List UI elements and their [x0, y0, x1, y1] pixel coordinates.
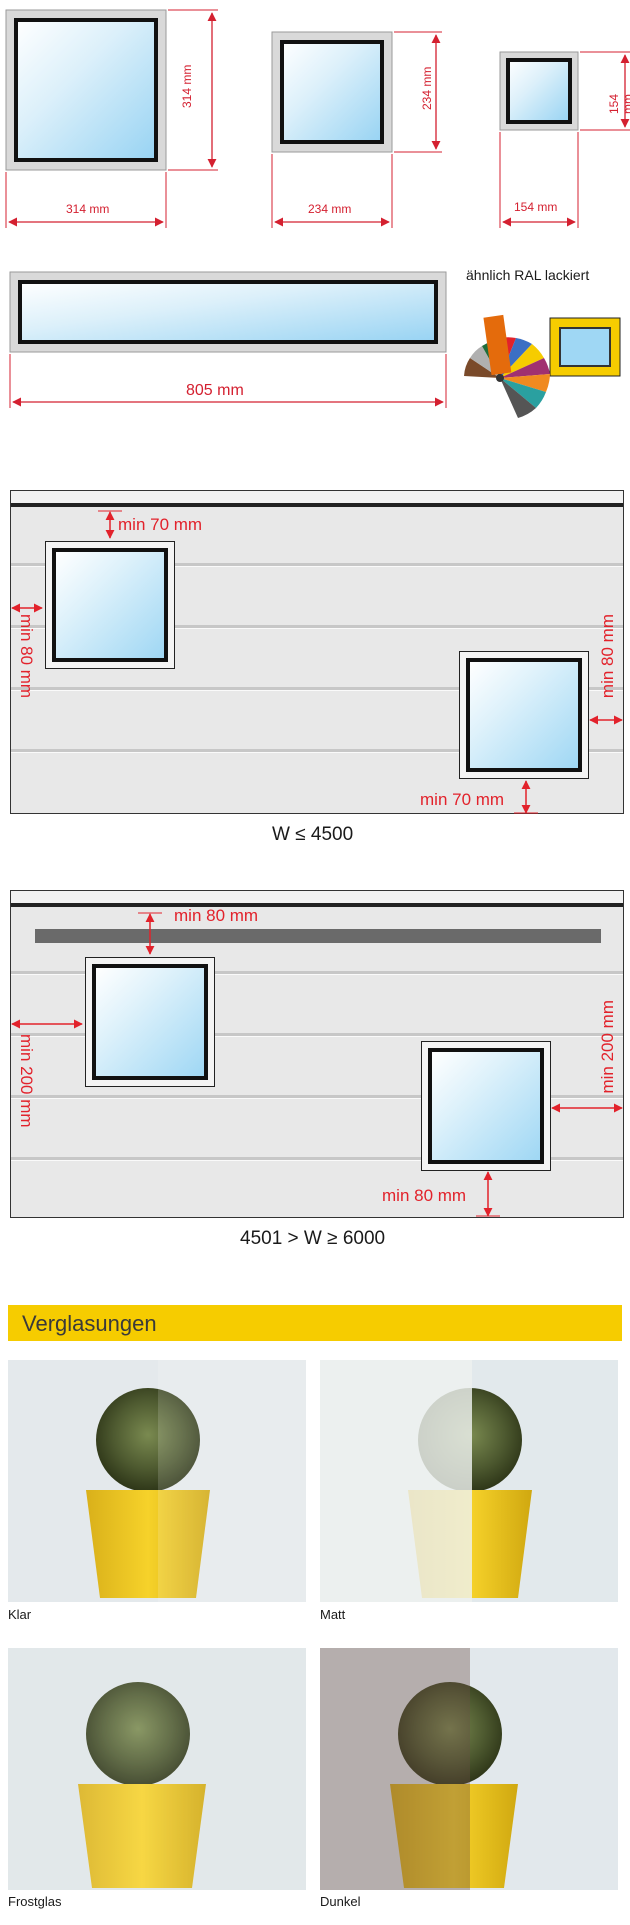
- window-small: [499, 51, 630, 228]
- glazing-title: Verglasungen: [22, 1311, 157, 1336]
- window-size-diagram: [5, 9, 630, 408]
- door2-width-caption: 4501 > W ≥ 6000: [240, 1228, 386, 1249]
- ral-caption: ähnlich RAL lackiert: [466, 267, 590, 283]
- door1-width-caption: W ≤ 4500: [272, 824, 354, 845]
- glazing-label-dunkel: Dunkel: [320, 1894, 361, 1909]
- small-window-height-label: 154 mm: [607, 93, 630, 114]
- door-window-left: [45, 541, 175, 669]
- glazing-photo-matt: [320, 1360, 618, 1602]
- medium-window-height-label: 234 mm: [420, 66, 434, 110]
- small-window-width-label: 154 mm: [514, 200, 558, 214]
- medium-window-width-label: 234 mm: [308, 202, 352, 216]
- door-diagram-small: [10, 490, 624, 814]
- door2-bottom-clearance: min 80 mm: [382, 1186, 467, 1205]
- window-wide: [9, 271, 447, 408]
- door2-left-clearance: min 200 mm: [17, 1034, 36, 1128]
- window-large: [5, 9, 218, 228]
- glazing-photo-frostglas: [8, 1648, 306, 1890]
- glazing-label-frostglas: Frostglas: [8, 1894, 62, 1909]
- window-medium: [271, 31, 442, 228]
- large-window-width-label: 314 mm: [66, 202, 110, 216]
- door-diagram-large: [10, 890, 624, 1218]
- glazing-photo-dunkel: [320, 1648, 618, 1890]
- door2-window-left: [85, 957, 215, 1087]
- glazing-label-klar: Klar: [8, 1607, 32, 1622]
- large-window-height-label: 314 mm: [180, 64, 194, 108]
- glazing-label-matt: Matt: [320, 1607, 346, 1622]
- door2-window-right: [421, 1041, 551, 1171]
- door1-top-clearance: min 70 mm: [118, 515, 203, 534]
- glazing-photo-klar: [8, 1360, 306, 1602]
- door1-left-clearance: min 80 mm: [17, 614, 36, 699]
- door-window-right: [459, 651, 589, 779]
- glazing-section-header: Verglasungen: [8, 1305, 622, 1341]
- door1-bottom-clearance: min 70 mm: [420, 790, 505, 809]
- door2-right-clearance: min 200 mm: [598, 1000, 617, 1094]
- door2-dimension-lines: [11, 912, 623, 1217]
- door2-top-clearance: min 80 mm: [174, 906, 259, 925]
- door1-right-clearance: min 80 mm: [598, 614, 617, 699]
- wide-window-width-label: 805 mm: [186, 382, 244, 399]
- door1-dimension-lines: [11, 510, 623, 814]
- ral-color-fan-image: [464, 314, 621, 418]
